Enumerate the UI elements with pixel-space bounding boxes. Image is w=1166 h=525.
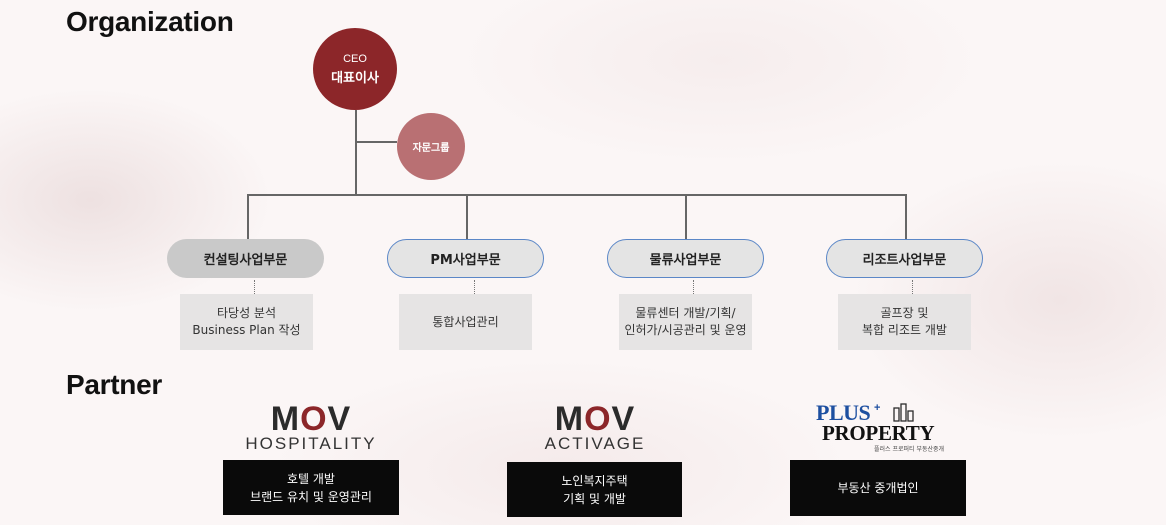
dept-resort: 리조트사업부문 [826,239,983,278]
mov-activage-logo: MOV ACTIVAGE [520,400,670,454]
ceo-label-en: CEO [343,52,367,65]
task-line: Business Plan 작성 [192,323,301,337]
dept-drop-line-1 [247,194,249,239]
dotted-connector-2 [474,280,475,294]
dept-drop-line-4 [905,194,907,239]
task-line: 물류센터 개발/기획/ [635,306,736,320]
dept-horizontal-line [247,194,906,196]
task-box-logistics: 물류센터 개발/기획/ 인허가/시공관리 및 운영 [619,294,752,350]
dotted-connector-1 [254,280,255,294]
svg-text:+: + [874,402,880,414]
logo-subtitle: HOSPITALITY [245,434,377,453]
partner-desc-activage: 노인복지주택 기획 및 개발 [507,462,682,517]
task-line: 타당성 분석 [216,306,276,320]
dept-logistics: 물류사업부문 [607,239,764,278]
mov-hospitality-logo: MOV HOSPITALITY [236,400,386,454]
advisory-group-node: 자문그룹 [397,113,465,180]
logo-subtitle: 플러스 프로퍼티 부동산중개 [874,446,945,453]
dotted-connector-3 [693,280,694,294]
partner-desc-plus-property: 부동산 중개법인 [790,460,966,516]
task-line: 복합 리조트 개발 [862,323,947,337]
mov-wordmark: MOV [554,400,636,438]
organization-title: Organization [66,6,234,37]
dept-drop-line-3 [685,194,687,239]
mov-wordmark: MOV [270,400,352,438]
dept-drop-line-2 [466,194,468,239]
task-line: 인허가/시공관리 및 운영 [624,323,747,337]
ceo-label-ko: 대표이사 [331,70,379,86]
task-line: 골프장 및 [880,306,929,320]
plus-property-logo: + PLUS PROPERTY 플러스 프로퍼티 부동산중개 [816,402,946,454]
partner-title: Partner [66,369,162,400]
logo-subtitle: ACTIVAGE [544,434,646,453]
task-box-resort: 골프장 및 복합 리조트 개발 [838,294,971,350]
dept-pm: PM사업부문 [387,239,544,278]
partner-desc-line: 부동산 중개법인 [837,481,919,495]
partner-desc-hospitality: 호텔 개발 브랜드 유치 및 운영관리 [223,460,399,515]
advisory-connector-line [355,141,397,143]
task-box-pm: 통합사업관리 [399,294,532,350]
ceo-node: CEO 대표이사 [313,28,397,110]
property-wordmark: PROPERTY [822,421,935,445]
partner-desc-line: 호텔 개발 [287,471,335,486]
partner-desc-line: 기획 및 개발 [563,491,626,506]
dept-consulting: 컨설팅사업부문 [167,239,324,278]
ceo-trunk-line [355,110,357,195]
task-box-consulting: 타당성 분석 Business Plan 작성 [180,294,313,350]
partner-desc-line: 노인복지주택 [561,473,628,488]
plus-wordmark: PLUS [816,400,871,425]
dotted-connector-4 [912,280,913,294]
building-icon: + [874,402,914,422]
task-line: 통합사업관리 [432,314,499,329]
partner-desc-line: 브랜드 유치 및 운영관리 [250,489,372,504]
